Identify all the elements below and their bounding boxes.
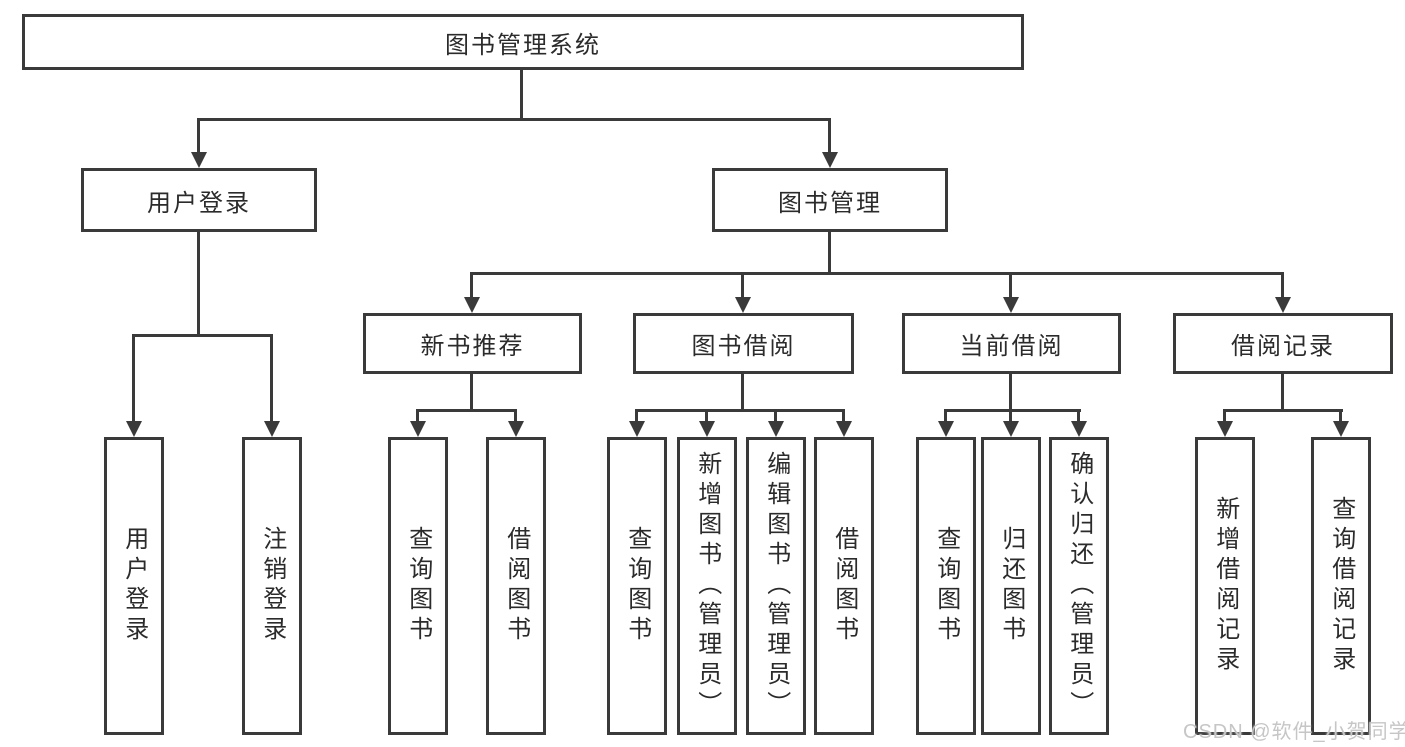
node-library-management-system: 图书管理系统 [22, 14, 1024, 70]
connector-vline [635, 409, 638, 423]
connector-vline [470, 272, 473, 299]
connector-vline [1281, 374, 1284, 409]
node-current-borrowing: 当前借阅 [902, 313, 1121, 374]
leaf-query-books-borrowing: 查询图书 [607, 437, 667, 735]
arrowhead-icon [699, 421, 715, 437]
leaf-add-borrow-record: 新增借阅记录 [1195, 437, 1255, 735]
connector-hline [470, 272, 1283, 275]
connector-vline [1009, 272, 1012, 299]
arrowhead-icon [410, 421, 426, 437]
connector-vline [197, 232, 200, 334]
connector-hline [944, 409, 1081, 412]
arrowhead-icon [464, 297, 480, 313]
arrowhead-icon [1275, 297, 1291, 313]
connector-vline [705, 409, 708, 423]
leaf-query-books-recommend-label: 查询图书 [404, 526, 432, 646]
node-new-book-recommend-label: 新书推荐 [420, 333, 525, 360]
arrowhead-icon [191, 152, 207, 168]
connector-vline [1077, 409, 1080, 423]
leaf-query-borrow-record-label: 查询借阅记录 [1327, 496, 1355, 676]
arrowhead-icon [1217, 421, 1233, 437]
arrowhead-icon [629, 421, 645, 437]
connector-vline [470, 374, 473, 409]
connector-vline [741, 272, 744, 299]
connector-hline [1223, 409, 1343, 412]
connector-hline [635, 409, 845, 412]
arrowhead-icon [836, 421, 852, 437]
arrowhead-icon [508, 421, 524, 437]
connector-vline [741, 374, 744, 409]
leaf-add-book-admin: 新增图书（管理员） [677, 437, 737, 735]
node-user-login-label: 用户登录 [147, 189, 251, 217]
connector-vline [270, 334, 273, 423]
leaf-borrow-books-borrowing-label: 借阅图书 [830, 526, 858, 646]
connector-vline [1281, 272, 1284, 299]
leaf-confirm-return-admin-label: 确认归还（管理员） [1065, 451, 1093, 721]
watermark: CSDN @软件_小贺同学 [1183, 721, 1405, 743]
node-book-borrowing-label: 图书借阅 [691, 333, 796, 360]
node-user-login: 用户登录 [81, 168, 317, 232]
leaf-user-login: 用户登录 [104, 437, 164, 735]
node-borrowing-records: 借阅记录 [1173, 313, 1393, 374]
connector-vline [828, 232, 831, 272]
connector-vline [774, 409, 777, 423]
leaf-logout-label: 注销登录 [258, 526, 286, 646]
leaf-add-book-admin-label: 新增图书（管理员） [693, 451, 721, 721]
arrowhead-icon [938, 421, 954, 437]
connector-vline [1009, 374, 1012, 409]
leaf-add-borrow-record-label: 新增借阅记录 [1211, 496, 1239, 676]
leaf-borrow-books-recommend: 借阅图书 [486, 437, 546, 735]
leaf-query-borrow-record: 查询借阅记录 [1311, 437, 1371, 735]
connector-vline [1223, 409, 1226, 423]
connector-vline [132, 334, 135, 423]
arrowhead-icon [822, 152, 838, 168]
node-current-borrowing-label: 当前借阅 [959, 333, 1064, 360]
leaf-edit-book-admin: 编辑图书（管理员） [746, 437, 806, 735]
connector-hline [132, 334, 273, 337]
connector-vline [1339, 409, 1342, 423]
node-book-management-label: 图书管理 [778, 189, 882, 217]
connector-vline [828, 118, 831, 154]
arrowhead-icon [735, 297, 751, 313]
leaf-query-books-borrowing-label: 查询图书 [623, 526, 651, 646]
connector-hline [197, 118, 831, 121]
leaf-return-book: 归还图书 [981, 437, 1041, 735]
node-borrowing-records-label: 借阅记录 [1231, 333, 1335, 360]
leaf-user-login-label: 用户登录 [120, 526, 148, 646]
node-book-borrowing: 图书借阅 [633, 313, 854, 374]
connector-vline [416, 409, 419, 423]
arrowhead-icon [264, 421, 280, 437]
connector-vline [944, 409, 947, 423]
connector-vline [514, 409, 517, 423]
leaf-confirm-return-admin: 确认归还（管理员） [1049, 437, 1109, 735]
arrowhead-icon [126, 421, 142, 437]
arrowhead-icon [1003, 421, 1019, 437]
connector-vline [197, 118, 200, 154]
leaf-logout: 注销登录 [242, 437, 302, 735]
connector-vline [842, 409, 845, 423]
leaf-return-book-label: 归还图书 [997, 526, 1025, 646]
connector-hline [416, 409, 517, 412]
connector-vline [520, 70, 523, 118]
leaf-borrow-books-recommend-label: 借阅图书 [502, 526, 530, 646]
node-library-management-system-label: 图书管理系统 [445, 31, 601, 59]
arrowhead-icon [768, 421, 784, 437]
leaf-query-books-current-label: 查询图书 [932, 526, 960, 646]
leaf-query-books-recommend: 查询图书 [388, 437, 448, 735]
arrowhead-icon [1333, 421, 1349, 437]
node-new-book-recommend: 新书推荐 [363, 313, 582, 374]
leaf-borrow-books-borrowing: 借阅图书 [814, 437, 874, 735]
node-book-management: 图书管理 [712, 168, 948, 232]
leaf-query-books-current: 查询图书 [916, 437, 976, 735]
leaf-edit-book-admin-label: 编辑图书（管理员） [762, 451, 790, 721]
connector-vline [1009, 409, 1012, 423]
arrowhead-icon [1003, 297, 1019, 313]
arrowhead-icon [1071, 421, 1087, 437]
